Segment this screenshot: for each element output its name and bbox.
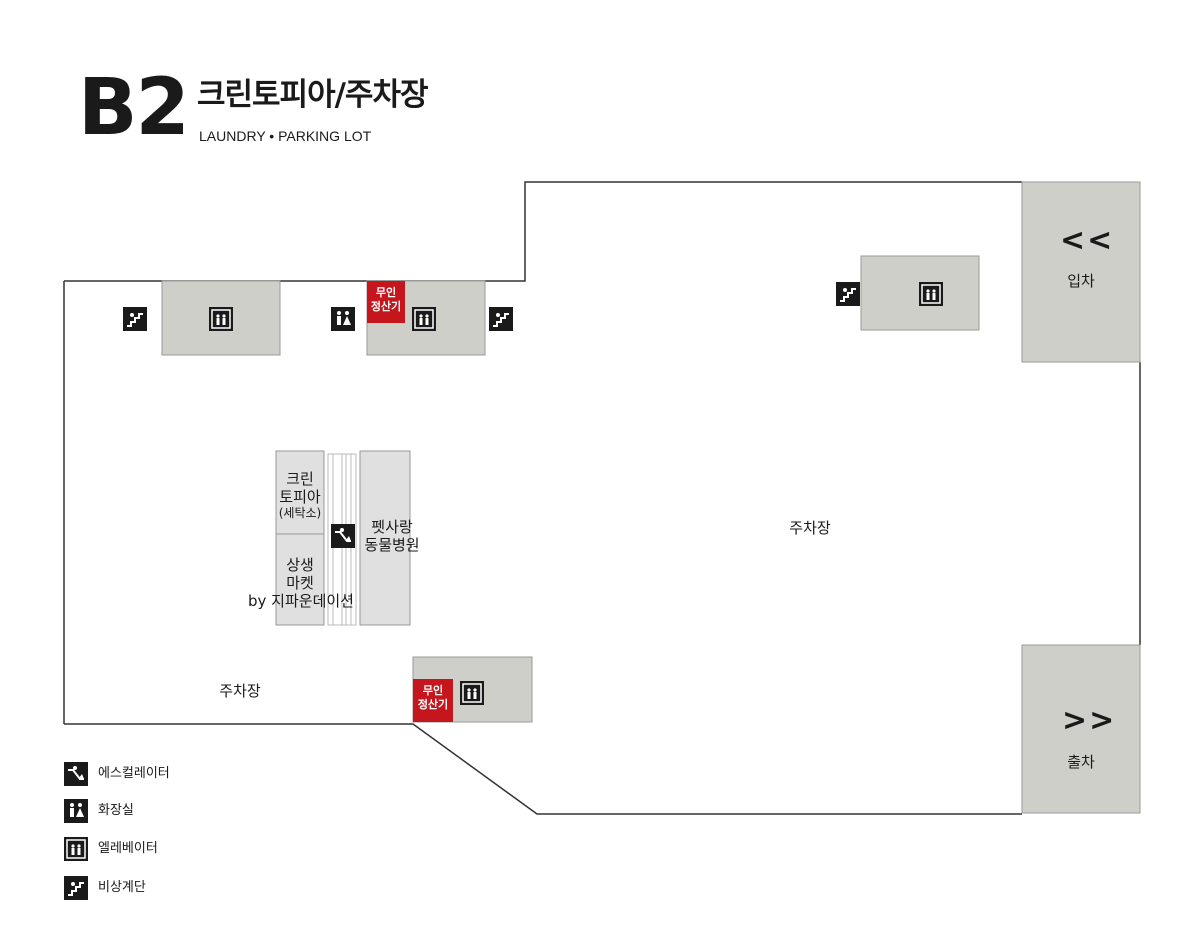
floor-title: 크린토피아/주차장 (197, 77, 428, 113)
elevator-icon (460, 681, 484, 705)
legend-escalator-label: 에스컬레이터 (98, 766, 170, 781)
exit-arrow: >> (1062, 703, 1117, 738)
escalator-icon (331, 524, 355, 548)
entrance-arrow: << (1060, 223, 1115, 258)
legend-restroom-icon (64, 799, 88, 823)
market-label-line3: by 지파운데이션 (248, 592, 354, 610)
animal-label-line2: 동물병원 (364, 536, 420, 554)
parking-left-label: 주차장 (219, 682, 261, 700)
legend-elevator-label: 엘레베이터 (98, 841, 158, 856)
store-animal-block (359, 450, 411, 626)
pay-station-bottom-line1: 무인 (422, 684, 444, 697)
cleantopia-label-line2: 토피아 (279, 488, 321, 506)
cleantopia-label-line3: (세탁소) (278, 506, 322, 520)
entrance-block (1021, 181, 1141, 363)
cleantopia-label-line1: 크린 (286, 470, 314, 488)
exit-label: 출차 (1067, 753, 1095, 771)
cleantopia-label: 크린 토피아 (세탁소) (276, 470, 324, 520)
elevator-icon (412, 307, 436, 331)
floor-subtitle: LAUNDRY • PARKING LOT (199, 128, 372, 144)
animal-label-line1: 펫사랑 (371, 518, 413, 536)
entrance-label: 입차 (1067, 272, 1095, 290)
stairs-icon (489, 307, 513, 331)
store-market-block (275, 533, 325, 626)
pay-station-top[interactable]: 무인 정산기 (367, 281, 405, 323)
legend-elevator-icon (64, 837, 88, 861)
elevator-icon (919, 282, 943, 306)
elevator-icon (209, 307, 233, 331)
legend-stairs-icon (64, 876, 88, 900)
parking-main-label: 주차장 (789, 519, 831, 537)
exit-block (1021, 644, 1141, 814)
pay-station-top-line1: 무인 (375, 286, 397, 299)
legend-stairs-label: 비상계단 (98, 880, 146, 895)
pay-station-bottom[interactable]: 무인 정산기 (413, 679, 453, 722)
restroom-icon (331, 307, 355, 331)
floor-outline-bottom-left (64, 723, 1022, 815)
animal-hospital-label: 펫사랑 동물병원 (360, 518, 424, 554)
floor-code: B2 (78, 63, 190, 153)
stairs-icon (123, 307, 147, 331)
legend-escalator-icon (64, 762, 88, 786)
legend-restroom-label: 화장실 (98, 803, 134, 818)
market-label: 상생 마켓 (276, 556, 324, 592)
floor-outline (64, 181, 1022, 282)
market-label-line2: 마켓 (286, 574, 314, 592)
market-label-line1: 상생 (286, 556, 314, 574)
pay-station-bottom-line2: 정산기 (417, 698, 449, 711)
pay-station-top-line2: 정산기 (370, 300, 402, 313)
stairs-icon (836, 282, 860, 306)
